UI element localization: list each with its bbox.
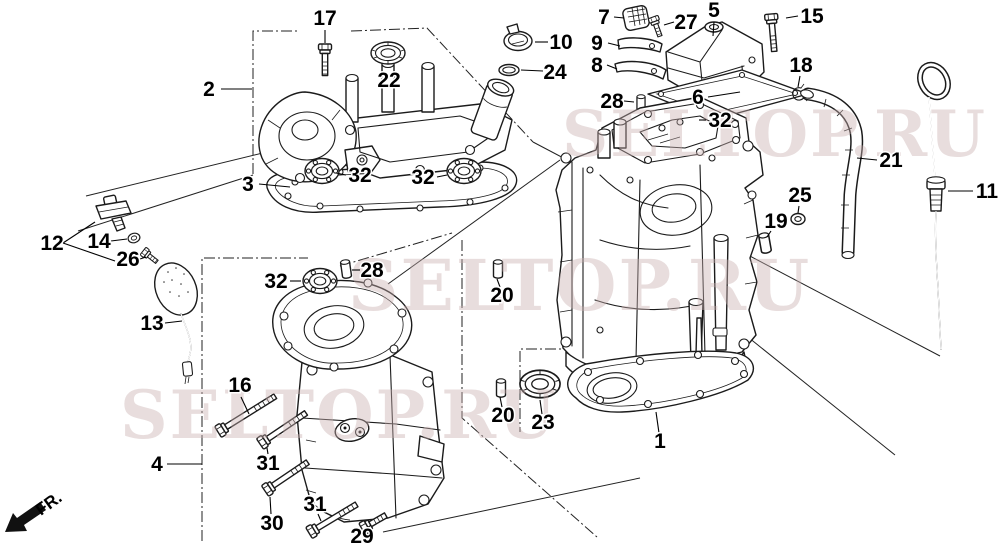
callout-5: 5 [708, 0, 720, 22]
callout-25: 25 [788, 184, 812, 207]
part-bolt-29 [358, 512, 388, 536]
part-bolt-16 [213, 393, 278, 439]
callout-23: 23 [531, 411, 554, 434]
callout-28: 28 [600, 90, 624, 113]
callout-14: 14 [87, 230, 111, 253]
leader-line-27 [663, 21, 675, 26]
part-breather-hose-21 [800, 87, 864, 260]
part-grommet-7 [622, 4, 650, 32]
part-bolt-31b [304, 501, 359, 540]
callout-20: 20 [491, 404, 514, 427]
leader-line-13 [164, 320, 183, 324]
leader-line-29 [365, 524, 372, 530]
callout-19: 19 [764, 210, 787, 233]
part-bolt-31a [255, 410, 309, 451]
callout-17: 17 [313, 7, 336, 30]
leader-line-20 [499, 396, 503, 408]
leader-line-12 [62, 221, 96, 244]
callout-31: 31 [256, 452, 280, 475]
leader-line-31 [266, 447, 269, 455]
leader-line-5 [712, 21, 715, 37]
callout-3: 3 [242, 173, 254, 196]
leader-line-6 [707, 91, 741, 98]
leader-line-12 [62, 242, 116, 262]
leader-line-28 [623, 100, 635, 103]
callout-26: 26 [116, 248, 139, 271]
callout-10: 10 [549, 31, 572, 54]
part-oil-filler-cap-10 [503, 23, 533, 52]
leader-line-1 [655, 411, 660, 434]
callout-31: 31 [303, 493, 327, 516]
parts-layer [95, 4, 951, 540]
callout-28: 28 [360, 259, 384, 282]
part-washer-25 [790, 212, 806, 226]
callout-7: 7 [598, 6, 610, 29]
callout-32: 32 [348, 164, 371, 187]
part-bolt-30 [260, 459, 310, 498]
callout-21: 21 [879, 149, 903, 172]
leader-line-32 [436, 174, 448, 178]
watermark-text-3: SELTOP.RU [120, 376, 558, 454]
callout-2: 2 [203, 78, 215, 101]
part-dipstick-11 [917, 61, 951, 350]
leader-line-7 [613, 16, 625, 19]
part-pump-cover-plate-2 [258, 41, 515, 185]
fr-arrow-icon [5, 502, 46, 532]
leader-line-8 [606, 64, 618, 70]
leader-line-30 [269, 496, 272, 515]
callout-20: 20 [490, 284, 513, 307]
part-screw-27 [647, 14, 663, 38]
leader-line-21 [856, 157, 878, 161]
callout-9: 9 [591, 32, 603, 55]
leader-line-31 [317, 513, 322, 522]
callout-18: 18 [789, 54, 813, 77]
callout-1: 1 [654, 430, 666, 453]
leader-line-14 [110, 238, 128, 242]
callout-27: 27 [674, 11, 697, 34]
leader-line-24 [520, 69, 544, 72]
callout-11: 11 [976, 180, 999, 203]
leader-line-9 [607, 42, 621, 47]
callout-12: 12 [40, 232, 63, 255]
callout-22: 22 [377, 69, 400, 92]
callout-6: 6 [692, 86, 704, 109]
leader-line-32 [335, 172, 347, 176]
callout-8: 8 [591, 54, 603, 77]
part-bolt-15 [763, 12, 780, 53]
leader-line-20 [496, 278, 501, 288]
leader-line-26 [139, 256, 147, 260]
callout-30: 30 [260, 512, 283, 535]
part-oil-level-float-13 [153, 262, 199, 385]
fr-direction-indicator: FR. [5, 488, 65, 532]
leader-line-25 [797, 205, 800, 214]
callout-32: 32 [264, 270, 287, 293]
watermark-text-2: SELTOP.RU [348, 244, 811, 327]
callout-32: 32 [411, 166, 434, 189]
part-plate-9 [617, 37, 663, 53]
leader-line-18 [797, 75, 801, 88]
watermark-layer: SELTOP.RU SELTOP.RU SELTOP.RU [120, 97, 987, 454]
callout-24: 24 [543, 61, 567, 84]
leader-line-23 [539, 399, 543, 415]
part-oil-pressure-switch-12 [95, 194, 159, 264]
part-plate-8 [614, 60, 667, 80]
watermark-text-1: SELTOP.RU [562, 97, 987, 172]
callout-16: 16 [228, 374, 251, 397]
callout-4: 4 [151, 453, 163, 476]
part-cylinder-cover-block-4 [272, 258, 445, 523]
leader-line-3 [258, 183, 291, 188]
leader-line-16 [240, 396, 250, 415]
callout-15: 15 [800, 5, 824, 28]
leader-line-19 [766, 230, 772, 238]
callout-13: 13 [140, 312, 163, 335]
part-gasket-1 [567, 350, 755, 413]
callout-29: 29 [350, 525, 373, 548]
leader-line-15 [785, 15, 799, 19]
part-oring-24 [498, 63, 520, 77]
callout-32: 32 [708, 109, 731, 132]
